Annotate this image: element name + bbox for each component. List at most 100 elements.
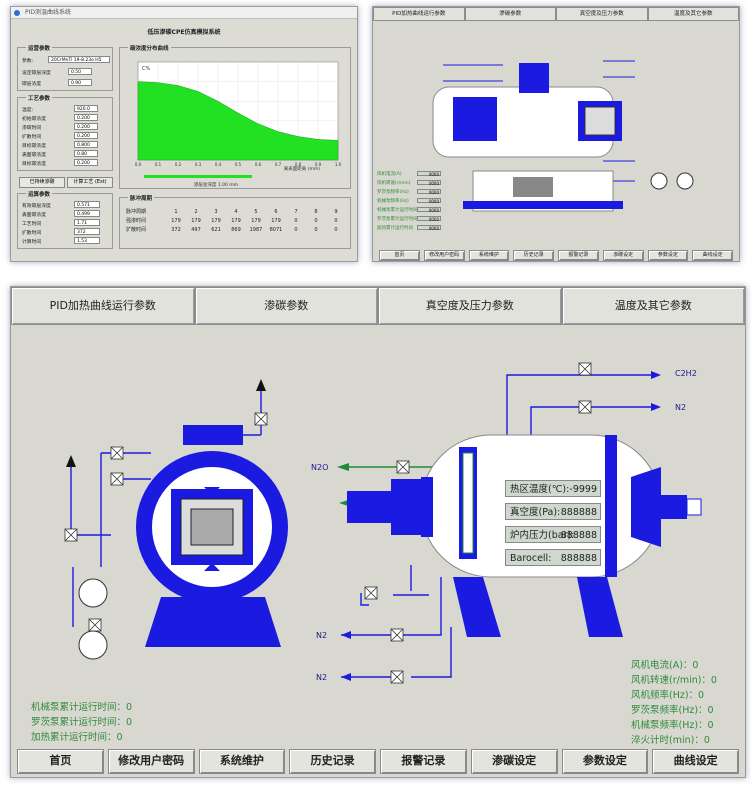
alarm-button[interactable]: 报警记录 <box>558 250 599 261</box>
depth-input[interactable]: 0.50 <box>68 68 92 75</box>
curve-settings-button[interactable]: 曲线设定 <box>652 749 739 774</box>
stat-value: 0000 <box>417 225 441 231</box>
table-cell: 0 <box>334 218 338 224</box>
x-tick-label: 0.4 <box>215 162 222 167</box>
x-tick-label: 1.0 <box>335 162 342 167</box>
left-valves <box>64 412 268 632</box>
label: 表面碳浓度 <box>22 153 46 158</box>
chart-xlabel: 离表面距离 (mm) <box>284 165 320 172</box>
carbon-input[interactable]: 0.90 <box>68 79 92 86</box>
stat-roots-frequency: 罗茨泵频率(Hz)：0 <box>631 705 714 716</box>
carburize-settings-button[interactable]: 渗碳设定 <box>602 250 644 261</box>
overview-tabs: PID加热曲线运行参数 渗碳参数 真空度及压力参数 温度及其它参数 <box>373 7 739 21</box>
stat-quench-timer: 淬火计时(min)：0 <box>631 735 710 746</box>
x-tick-label: 0.9 <box>315 162 322 167</box>
home-button[interactable]: 首页 <box>379 250 420 261</box>
tab-carburize[interactable]: 渗碳参数 <box>194 287 378 325</box>
tab-carburize[interactable]: 渗碳参数 <box>464 7 556 21</box>
home-button[interactable]: 首页 <box>17 749 104 774</box>
calculate-button[interactable]: 计算工艺 (Est) <box>67 177 113 188</box>
right-arrow-icon <box>651 371 661 379</box>
group-result: 运算参数 有效碳层深度 0.571 表面碳浓度 0.499 工艺时间 1.71 … <box>17 190 113 249</box>
x-tick-label: 0.7 <box>275 162 282 167</box>
heating-element-inner <box>462 452 474 554</box>
craft-input[interactable]: 920.0 <box>74 105 98 112</box>
tab-pid[interactable]: PID加热曲线运行参数 <box>373 7 465 21</box>
group-process-title: 运营参数 <box>26 44 53 52</box>
result-value: 0.499 <box>74 210 100 217</box>
stat-label: 机械泵累计运行时间 <box>377 208 418 213</box>
label: 初始碳浓度 <box>22 117 46 122</box>
craft-input[interactable]: 0.200 <box>74 114 98 121</box>
group-craft-title: 工艺参数 <box>26 94 53 102</box>
tab-temperature[interactable]: 温度及其它参数 <box>647 7 739 21</box>
stat-label: 风机电流(A) <box>377 172 402 177</box>
label: 参数: <box>22 59 34 64</box>
table-cell: 0 <box>314 227 318 233</box>
group-process: 运营参数 参数: 20CrMnTi 19-8.23o H5 设定碳层深度 0.5… <box>17 44 113 91</box>
readout-label: 炉内压力(bar): <box>510 530 575 541</box>
craft-input[interactable]: 0.200 <box>74 132 98 139</box>
maintenance-button[interactable]: 系统维护 <box>468 250 510 261</box>
readout-value: 888888 <box>560 530 597 541</box>
continue-carburize-button[interactable]: 已持续渗碳 <box>19 177 65 188</box>
table-cell: 0 <box>314 218 318 224</box>
stat-label: 罗茨泵累计运行时间 <box>377 217 418 222</box>
table-cell: 179 <box>191 218 201 224</box>
main-bottom-bar: 首页 修改用户密码 系统维护 历史记录 报警记录 渗碳设定 参数设定 曲线设定 <box>11 747 745 777</box>
right-arrow-icon <box>341 673 351 681</box>
label: 计算时间 <box>22 240 42 245</box>
chart-footer: 渗层总深度 1.00 mm <box>194 181 238 188</box>
tab-pid[interactable]: PID加热曲线运行参数 <box>11 287 195 325</box>
right-arrow-icon <box>651 403 661 411</box>
label: 碳层浓度 <box>22 82 42 87</box>
carburize-settings-button[interactable]: 渗碳设定 <box>470 749 558 774</box>
pump-icon <box>78 578 108 608</box>
tab-vacuum[interactable]: 真空度及压力参数 <box>556 7 648 21</box>
material-select[interactable]: 20CrMnTi 19-8.23o H5 <box>48 56 110 63</box>
parameter-settings-button[interactable]: 参数设定 <box>561 749 649 774</box>
table-cell: 1987 <box>249 227 263 233</box>
label: 目标碳浓度 <box>22 162 46 167</box>
history-button[interactable]: 历史记录 <box>289 749 376 774</box>
parameter-settings-button[interactable]: 参数设定 <box>647 250 689 261</box>
history-button[interactable]: 历史记录 <box>513 250 554 261</box>
readout-pressure: 炉内压力(bar):888888 <box>505 526 601 543</box>
pump-icon <box>650 172 668 190</box>
alarm-button[interactable]: 报警记录 <box>380 749 467 774</box>
motor <box>519 63 549 93</box>
stat-value: 0000 <box>417 207 441 213</box>
stat-fan-speed: 风机转速(r/min)：0 <box>631 675 717 686</box>
stat-label: 风机转速(r/min) <box>377 181 411 186</box>
change-password-button[interactable]: 修改用户密码 <box>423 250 465 261</box>
maintenance-button[interactable]: 系统维护 <box>198 749 286 774</box>
door-drive <box>347 491 391 523</box>
craft-input[interactable]: 0.200 <box>74 123 98 130</box>
craft-input[interactable]: 0.800 <box>74 141 98 148</box>
label: 温度: <box>22 108 34 113</box>
craft-input[interactable]: 0.80 <box>74 150 98 157</box>
change-password-button[interactable]: 修改用户密码 <box>107 749 195 774</box>
table-cell: 372 <box>171 227 181 233</box>
right-arrow-icon <box>341 631 351 639</box>
label-n2-mid: N2 <box>316 631 328 640</box>
result-value: 372 <box>74 228 100 235</box>
stat-value: 0000 <box>417 189 441 195</box>
tab-vacuum[interactable]: 真空度及压力参数 <box>378 287 562 325</box>
tab-temperature[interactable]: 温度及其它参数 <box>561 287 745 325</box>
craft-input[interactable]: 0.200 <box>74 159 98 166</box>
overview-bottom-bar: 首页 修改用户密码 系统维护 历史记录 报警记录 渗碳设定 参数设定 曲线设定 <box>373 248 739 261</box>
leg-left <box>453 577 501 637</box>
curve-settings-button[interactable]: 曲线设定 <box>692 250 733 261</box>
table-cell: 强渗时间 <box>126 218 147 224</box>
left-arrow-icon <box>337 463 349 471</box>
progress-bar <box>144 175 252 178</box>
table-cell: 869 <box>231 227 241 233</box>
group-craft: 工艺参数 温度: 920.0 初始碳浓度 0.200 渗碳时间 0.200 扩散… <box>17 94 113 171</box>
readout-value: -9999 <box>569 484 597 495</box>
main-tabs: PID加热曲线运行参数 渗碳参数 真空度及压力参数 温度及其它参数 <box>11 287 745 325</box>
stat-value: 0000 <box>417 216 441 222</box>
